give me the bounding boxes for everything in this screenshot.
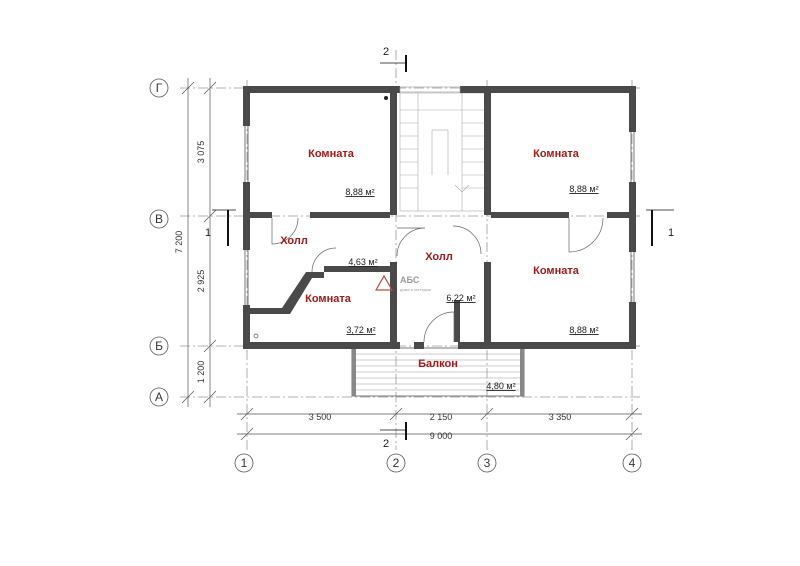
bottom-dimensions: 3 500 2 150 3 350 9 000: [237, 407, 642, 441]
windows: [244, 126, 635, 305]
room-area: 8,88 м²: [569, 325, 598, 335]
room-area: 6,22 м²: [446, 293, 475, 303]
dim-left-2: 2 925: [196, 270, 206, 293]
company-logo: АБС дома и коттеджи: [374, 274, 431, 292]
dim-bottom-3: 3 350: [549, 412, 572, 422]
axis-label: А: [155, 390, 163, 404]
axis-label: 4: [629, 456, 636, 470]
logo-subtext: дома и коттеджи: [400, 287, 431, 292]
section-label-top: 2: [383, 46, 389, 58]
axis-label: 2: [393, 456, 400, 470]
axis-markers-numbered: 1 2 3 4: [234, 453, 642, 473]
axis-label: 3: [484, 456, 491, 470]
axis-label: 1: [241, 456, 248, 470]
room-area: 4,80 м²: [486, 381, 515, 391]
balcony: [351, 347, 525, 397]
room-name: Комната: [305, 293, 352, 305]
room-name: Балкон: [418, 358, 458, 370]
axis-label: Б: [155, 339, 163, 353]
dim-left-1: 3 075: [196, 141, 206, 164]
room-name: Комната: [533, 265, 580, 277]
staircase: [399, 92, 486, 212]
dim-bottom-total: 9 000: [430, 431, 453, 441]
left-dimensions: 3 075 2 925 1 200 7 200: [174, 78, 217, 407]
dim-left-total: 7 200: [174, 231, 184, 254]
room-name: Комната: [308, 148, 355, 160]
logo-text: АБС: [400, 275, 420, 285]
room-area: 3,72 м²: [346, 325, 375, 335]
dim-left-3: 1 200: [196, 361, 206, 384]
section-label-right: 1: [668, 227, 674, 239]
section-label-bottom: 2: [383, 438, 389, 450]
room-name: Холл: [425, 251, 453, 263]
walls: [243, 86, 636, 349]
room-name: Комната: [533, 148, 580, 160]
room-name: Холл: [280, 235, 308, 247]
axis-markers-lettered: Г В Б А: [149, 78, 169, 407]
section-label-left: 1: [205, 227, 211, 239]
axis-label: В: [155, 212, 163, 226]
room-area: 8,88 м²: [345, 187, 374, 197]
section-marks: 2 2 1 1: [205, 46, 674, 450]
axis-label: Г: [156, 81, 163, 95]
doors: [271, 217, 604, 343]
room-area: 4,63 м²: [348, 257, 377, 267]
dim-bottom-1: 3 500: [309, 412, 332, 422]
room-area: 8,88 м²: [569, 184, 598, 194]
dim-bottom-2: 2 150: [430, 412, 453, 422]
